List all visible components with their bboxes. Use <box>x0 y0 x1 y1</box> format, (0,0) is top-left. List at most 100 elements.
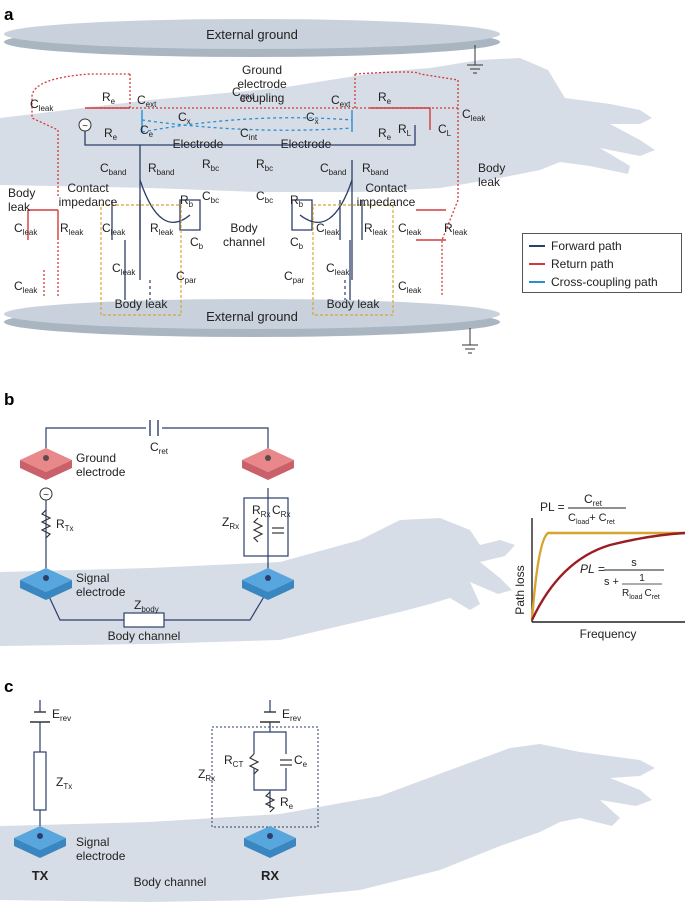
svg-text:Cbc: Cbc <box>256 189 273 205</box>
cross-coupling-lines <box>141 117 353 133</box>
contact-impedance-right-2: impedance <box>357 195 416 209</box>
body-leak-box-right <box>312 204 394 316</box>
body-leak-box-left-label: Body leak <box>115 297 169 311</box>
r-leak-body-right: Rleak <box>444 221 468 237</box>
svg-text:Erev: Erev <box>282 707 301 723</box>
plot-xlabel: Frequency <box>580 627 637 641</box>
contact-impedance-right-1: Contact <box>365 181 407 195</box>
electrode-right-label: Electrode <box>281 137 332 151</box>
svg-text:RRx: RRx <box>252 503 270 519</box>
electrode-left-label: Electrode <box>173 137 224 151</box>
svg-text:Cleak: Cleak <box>326 261 350 277</box>
svg-text:Rleak: Rleak <box>444 221 468 237</box>
svg-text:CL: CL <box>438 122 452 138</box>
svg-text:s +: s + <box>604 576 619 588</box>
svg-text:Cb: Cb <box>190 235 204 251</box>
c-rx-capacitor <box>272 527 284 534</box>
legend-cross: Cross-coupling path <box>529 274 658 290</box>
svg-text:Cleak: Cleak <box>14 279 38 295</box>
e-rev-battery-tx <box>30 711 50 723</box>
contact-impedance-left-1: Contact <box>67 181 109 195</box>
svg-text:Rband: Rband <box>362 161 388 177</box>
legend-forward: Forward path <box>529 238 622 254</box>
r-b-left: Rb <box>180 193 194 209</box>
c-leak-body-left: Cleak <box>14 221 38 237</box>
svg-text:Cint: Cint <box>240 126 258 142</box>
ground-electrode-b-1: Ground <box>76 451 116 465</box>
svg-text:Zbody: Zbody <box>134 598 159 614</box>
svg-text:Cbc: Cbc <box>202 189 219 205</box>
external-ground-bottom-label: External ground <box>206 309 298 324</box>
r-e-top-right: Re <box>378 90 392 106</box>
r-band-right: Rband <box>362 161 388 177</box>
external-ground-top-label: External ground <box>206 27 298 42</box>
c-ret-capacitor <box>149 420 159 436</box>
svg-text:RCT: RCT <box>224 753 243 769</box>
rx-electrode <box>244 826 296 858</box>
svg-text:Cband: Cband <box>100 161 126 177</box>
body-channel-b: Body channel <box>108 629 181 643</box>
c-leak-bottom-left: Cleak <box>14 279 38 295</box>
svg-text:PL =: PL = <box>580 562 605 576</box>
svg-text:Rb: Rb <box>290 193 304 209</box>
c-leak-top-right: Cleak <box>462 107 486 123</box>
legend-cross-label: Cross-coupling path <box>551 275 658 289</box>
svg-text:Cleak: Cleak <box>316 221 340 237</box>
body-channel-a-1: Body <box>230 221 257 235</box>
svg-text:Rbc: Rbc <box>202 157 219 173</box>
external-ground-top: External ground <box>4 19 500 57</box>
svg-text:RTx: RTx <box>56 517 74 533</box>
plot-ylabel: Path loss <box>513 565 527 614</box>
c-leak-bottom-right: Cleak <box>398 279 422 295</box>
c-b-right: Cb <box>290 235 304 251</box>
ground-electrode-left <box>20 448 72 480</box>
svg-text:Rleak: Rleak <box>150 221 174 237</box>
r-bc-left: Rbc <box>202 157 219 173</box>
c-ext-right: Cext <box>331 93 351 109</box>
r-leak-body-left: Rleak <box>60 221 84 237</box>
svg-text:Rb: Rb <box>180 193 194 209</box>
r-b-right: Rb <box>290 193 304 209</box>
c-int-label: Cint <box>240 126 258 142</box>
arm-silhouette-a <box>0 58 655 192</box>
ground-symbol-top <box>467 45 483 74</box>
svg-text:Cleak: Cleak <box>14 221 38 237</box>
ground-electrode-coupling-line1: Ground <box>242 63 282 77</box>
svg-text:Cleak: Cleak <box>462 107 486 123</box>
svg-text:Cleak: Cleak <box>398 221 422 237</box>
body-channel-a-2: channel <box>223 235 265 249</box>
legend-return-swatch <box>529 263 545 265</box>
signal-electrode-right <box>242 568 294 600</box>
r-rx-resistor <box>252 517 264 543</box>
c-bc-left: Cbc <box>202 189 219 205</box>
rx-label: RX <box>261 868 279 883</box>
svg-text:Cpar: Cpar <box>176 269 197 285</box>
body-leak-right-1: Body <box>478 161 505 175</box>
svg-text:Erev: Erev <box>52 707 71 723</box>
body-leak-right-2: leak <box>478 175 501 189</box>
panel-b-labels: Cret Ground electrode Signal electrode R… <box>56 440 290 643</box>
body-leak-box-left <box>100 204 182 316</box>
r-leak-inner-right: Rleak <box>364 221 388 237</box>
svg-text:Cret: Cret <box>584 492 603 508</box>
svg-text:Rleak: Rleak <box>364 221 388 237</box>
svg-text:Ce: Ce <box>294 753 308 769</box>
legend-return: Return path <box>529 256 614 272</box>
svg-text:~: ~ <box>82 121 88 132</box>
c-par-left: Cpar <box>176 269 197 285</box>
c-bc-right: Cbc <box>256 189 273 205</box>
arm-silhouette-c <box>0 744 655 902</box>
cross-coupling-solid <box>141 110 353 132</box>
panel-a-label: a <box>4 5 14 24</box>
return-path-solid <box>27 107 446 241</box>
svg-text:Cband: Cband <box>320 161 346 177</box>
body-leak-box-right-label: Body leak <box>327 297 381 311</box>
svg-text:Cret: Cret <box>150 440 169 456</box>
svg-text:Re: Re <box>378 90 392 106</box>
svg-text:Ce: Ce <box>140 123 154 139</box>
svg-text:Rband: Rband <box>148 161 174 177</box>
signal-electrode-b-1: Signal <box>76 571 109 585</box>
svg-text:Cleak: Cleak <box>30 97 54 113</box>
e-rev-battery-rx <box>260 711 280 723</box>
